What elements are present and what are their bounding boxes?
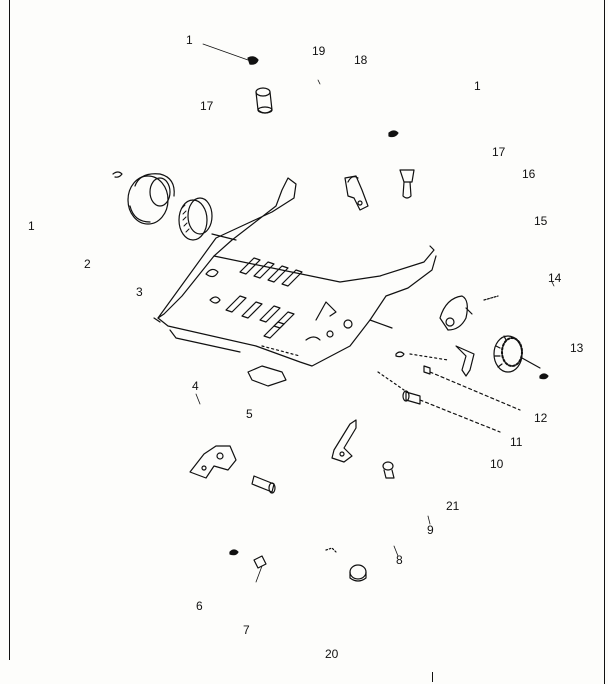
part-label-9: 9 (427, 523, 434, 537)
part-label-19: 19 (312, 44, 326, 58)
part-label-17: 17 (200, 99, 214, 113)
screw-part-1-top (202, 43, 259, 65)
leader-part-14 (551, 281, 555, 287)
lever-part-10 (331, 419, 357, 463)
lever-part-14 (439, 295, 499, 331)
right-border-line (604, 0, 605, 684)
part-label-14: 14 (548, 271, 562, 285)
bracket-part-4 (189, 445, 237, 479)
part-label-13: 13 (570, 341, 584, 355)
leader-part-19 (317, 79, 321, 85)
part-label-21: 21 (446, 499, 460, 513)
small-parts-6-7 (229, 549, 267, 583)
gear-spring-part-3 (178, 197, 237, 241)
part-label-5: 5 (246, 407, 253, 421)
part-label-16: 16 (522, 167, 536, 181)
part-label-20: 20 (325, 647, 339, 661)
left-border-line (9, 0, 10, 660)
bushing-part-17 (255, 87, 273, 114)
gear-part-13 (493, 335, 549, 380)
part-label-11: 11 (510, 435, 523, 449)
pin-part-5 (251, 475, 276, 494)
part-label-6: 6 (196, 599, 203, 613)
small-parts-8-9 (325, 515, 431, 582)
bottom-tick (432, 672, 433, 682)
part-label-7: 7 (243, 623, 250, 637)
part-label-15: 15 (534, 214, 548, 228)
part-label-1: 1 (474, 79, 481, 93)
bracket-part-19 (344, 175, 369, 211)
screws-part-11 (377, 351, 501, 433)
chassis-frame (153, 177, 437, 387)
part-label-3: 3 (136, 285, 143, 299)
link-part-12 (409, 345, 521, 411)
part-label-10: 10 (490, 457, 504, 471)
part-label-12: 12 (534, 411, 548, 425)
knob-part-2 (112, 171, 175, 225)
pin-part-16 (399, 169, 415, 199)
part-label-1: 1 (28, 219, 35, 233)
leader-part-4 (195, 393, 201, 405)
part-label-18: 18 (354, 53, 368, 67)
screw-part-21 (382, 461, 395, 479)
part-label-17: 17 (492, 145, 506, 159)
part-label-1: 1 (186, 33, 193, 47)
part-label-8: 8 (396, 553, 403, 567)
part-label-2: 2 (84, 257, 91, 271)
clip-part-18 (388, 130, 399, 138)
part-label-4: 4 (192, 379, 199, 393)
